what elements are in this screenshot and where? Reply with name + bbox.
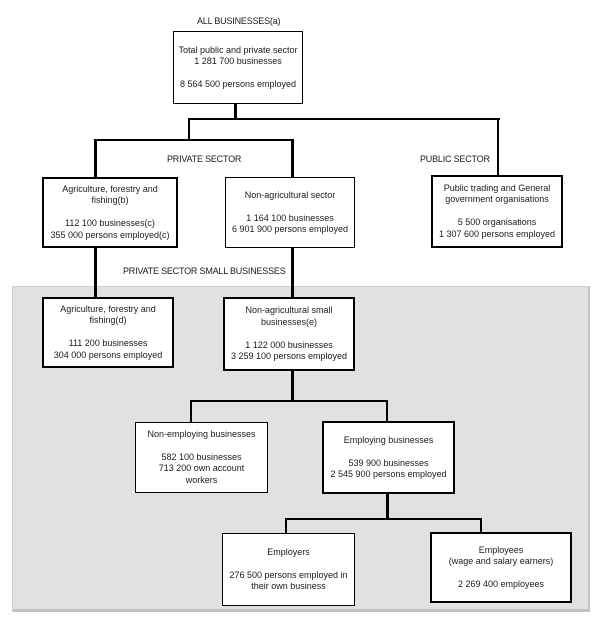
connector-agriculture-to-small: [94, 246, 97, 299]
connector-non-agricultural-drop: [291, 139, 294, 179]
node-employers: Employers 276 500 persons employed in th…: [222, 533, 355, 606]
connector-employees-drop: [480, 518, 482, 533]
connector-employers-split-horizontal: [285, 518, 482, 520]
connector-agriculture-drop: [94, 139, 97, 179]
connector-private-split-horizontal: [94, 139, 294, 141]
section-label-small-businesses: PRIVATE SECTOR SMALL BUSINESSES: [123, 266, 286, 276]
node-public-trading-government: Public trading and General government or…: [431, 175, 563, 248]
node-non-employing-businesses: Non-employing businesses 582 100 busines…: [135, 422, 268, 493]
connector-total-stub: [234, 103, 237, 119]
node-employees: Employees (wage and salary earners) 2 26…: [430, 532, 572, 603]
connector-employing-split-horizontal: [190, 400, 388, 402]
connector-employing-stub: [386, 492, 389, 520]
connector-employers-drop: [285, 518, 287, 534]
section-label-public-sector: PUBLIC SECTOR: [420, 154, 490, 164]
connector-non-employing-drop: [190, 400, 192, 423]
node-small-agriculture-forestry-fishing: Agriculture, forestry and fishing(d) 111…: [42, 297, 174, 368]
connector-small-non-agricultural-stub: [291, 369, 294, 402]
node-agriculture-forestry-fishing: Agriculture, forestry and fishing(b) 112…: [42, 177, 178, 248]
section-label-private-sector: PRIVATE SECTOR: [167, 154, 242, 164]
node-non-agricultural-sector: Non-agricultural sector 1 164 100 busine…: [225, 177, 355, 248]
connector-private-drop: [188, 118, 190, 141]
node-employing-businesses: Employing businesses 539 900 businesses …: [322, 421, 455, 494]
connector-non-agricultural-to-small: [291, 246, 294, 299]
connector-employing-drop: [386, 400, 388, 422]
node-total-public-private-sector: Total public and private sector 1 281 70…: [173, 31, 303, 104]
section-label-all-businesses: ALL BUSINESSES(a): [197, 16, 281, 26]
connector-sector-split-horizontal: [188, 118, 500, 120]
node-small-non-agricultural: Non-agricultural small businesses(e) 1 1…: [223, 297, 355, 371]
connector-public-drop: [497, 118, 499, 176]
